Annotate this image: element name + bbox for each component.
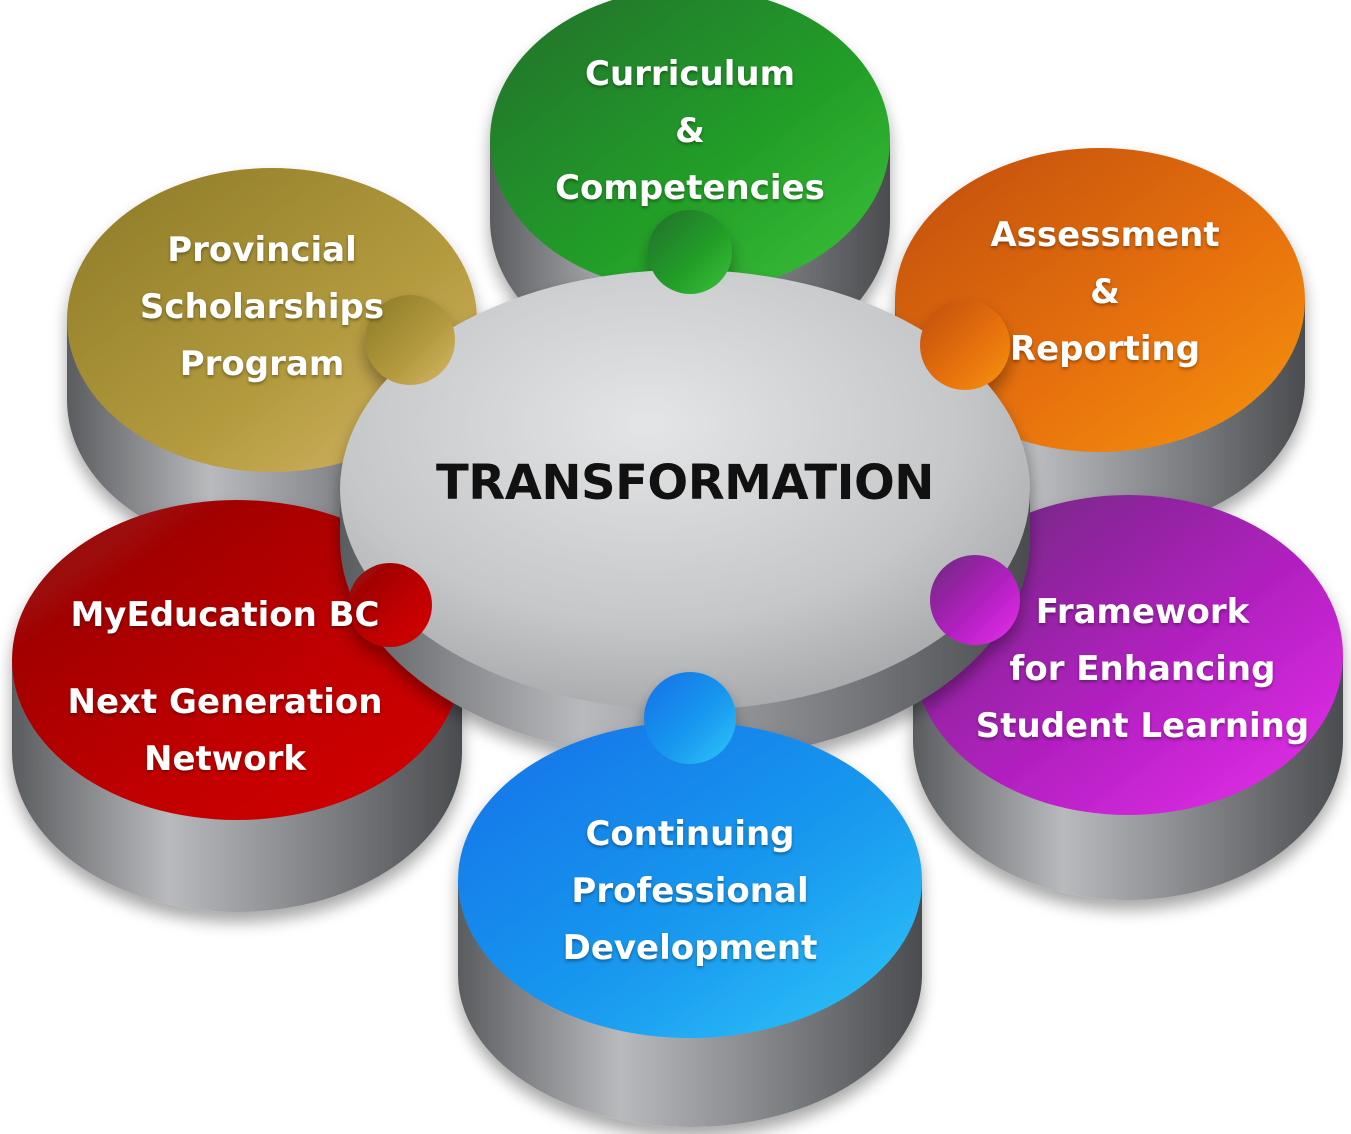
assessment-line-2: & [1090,272,1120,312]
scholarships-line-1: Provincial [167,230,357,270]
center-title: TRANSFORMATION [436,455,934,511]
professional-line-2: Professional [571,871,809,911]
scholarships-label: Provincial Scholarships Program [112,222,412,393]
hub-knob-lower-right [930,555,1020,645]
scholarships-line-3: Program [179,344,345,384]
myeducation-label: MyEducation BC Next Generation Network [45,587,405,788]
center-hub [340,210,1030,760]
hub-knob-upper-left [365,295,455,385]
curriculum-line-3: Competencies [555,168,825,208]
assessment-line-3: Reporting [1009,329,1201,369]
piece-professional [458,672,922,1127]
hub-knob-top [648,210,732,294]
curriculum-line-2: & [675,111,705,151]
myeducation-line-3: Network [144,739,306,779]
myeducation-line-1: MyEducation BC [70,595,380,635]
myeducation-line-2: Next Generation [67,682,383,722]
hub-knob-bottom [644,672,736,764]
scholarships-line-2: Scholarships [139,287,385,327]
assessment-label: Assessment & Reporting [955,207,1255,378]
framework-line-1: Framework [1035,592,1250,632]
curriculum-line-1: Curriculum [585,54,795,94]
framework-line-3: Student Learning [975,706,1310,746]
curriculum-label: Curriculum & Competencies [540,46,840,217]
hub-knob-upper-right [920,300,1010,390]
professional-line-3: Development [562,928,818,968]
hub-knob-lower-left [348,563,432,647]
professional-label: Continuing Professional Development [530,806,850,977]
framework-label: Framework for Enhancing Student Learning [955,584,1330,755]
assessment-line-1: Assessment [990,215,1220,255]
framework-line-2: for Enhancing [1009,649,1276,689]
professional-line-1: Continuing [585,814,795,854]
